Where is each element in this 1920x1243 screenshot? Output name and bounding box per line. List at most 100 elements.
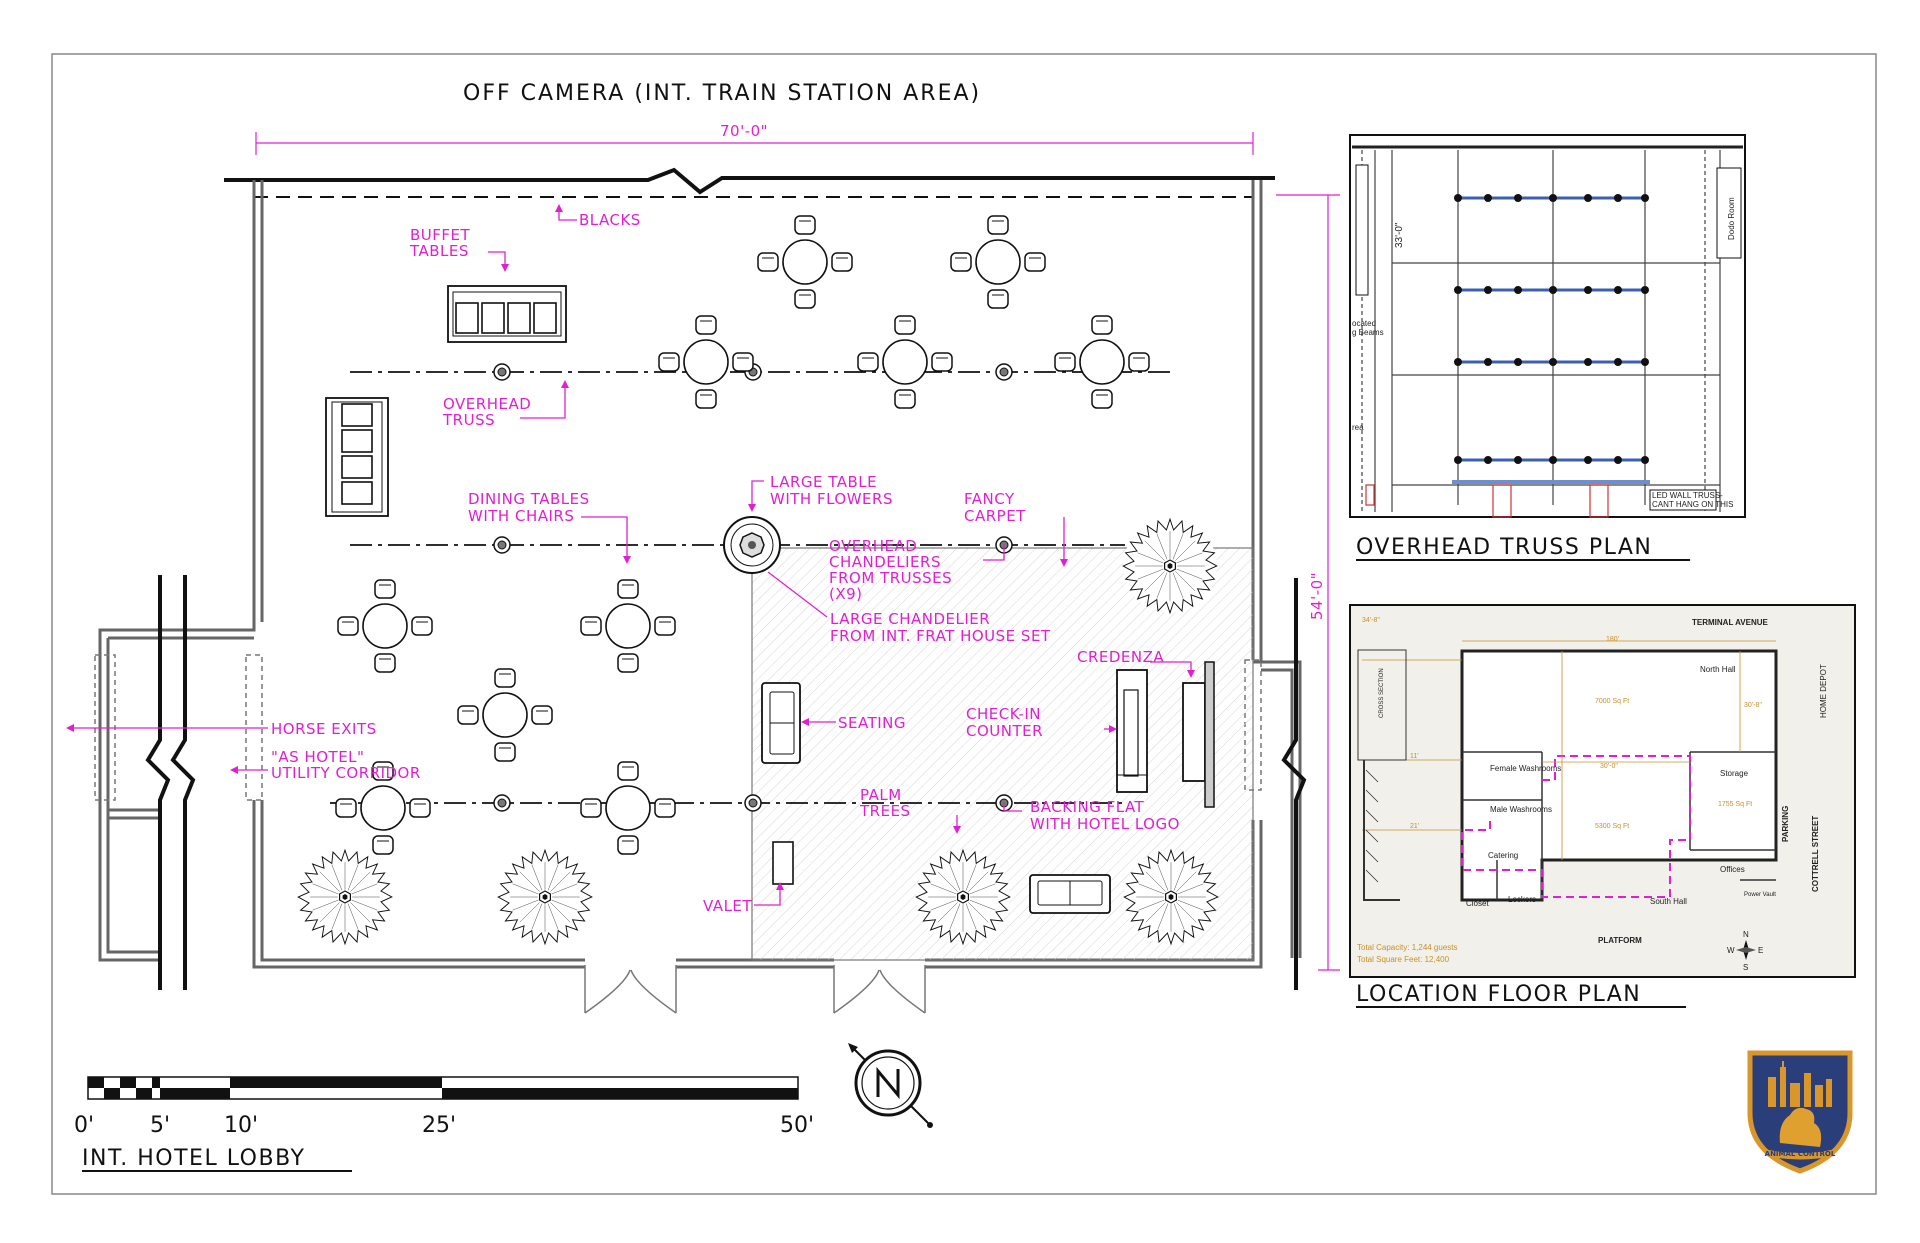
dim-3: 30'-8" xyxy=(1744,702,1762,709)
label-seating: SEATING xyxy=(838,714,906,732)
label-large-table-2: WITH FLOWERS xyxy=(770,490,893,508)
valet-stand xyxy=(772,841,794,885)
seating-sofa xyxy=(761,682,801,764)
credenza xyxy=(1182,682,1206,782)
home-depot-label: HOME DEPOT xyxy=(1819,664,1828,718)
street-right: COTTRELL STREET xyxy=(1811,816,1820,892)
label-valet: VALET xyxy=(703,897,752,915)
label-checkin-1: CHECK-IN xyxy=(966,705,1041,723)
compass-s: S xyxy=(1743,963,1748,972)
scale-bar xyxy=(87,1076,799,1100)
label-carpet-2: CARPET xyxy=(964,507,1026,525)
label-buffet-2: TABLES xyxy=(409,242,469,260)
right-break xyxy=(1281,578,1307,990)
label-corridor-2: UTILITY CORRIDOR xyxy=(271,764,421,782)
street-top: TERMINAL AVENUE xyxy=(1692,618,1769,627)
label-chand-1: OVERHEAD xyxy=(829,537,917,555)
dim-4: 30'-0" xyxy=(1600,763,1618,770)
parking-label: PARKING xyxy=(1781,806,1790,842)
room-north-hall: North Hall xyxy=(1700,665,1736,674)
compass-icon xyxy=(1736,940,1756,960)
area-2: 5300 Sq Ft xyxy=(1595,823,1629,830)
depth-dimension xyxy=(1276,194,1340,971)
main-plan-title: INT. HOTEL LOBBY xyxy=(82,1146,305,1171)
label-buffet-1: BUFFET xyxy=(410,226,471,244)
label-horse-exits: HORSE EXITS xyxy=(271,720,377,738)
scale-label-0: 0' xyxy=(74,1113,94,1138)
check-in-counter xyxy=(1116,669,1148,793)
truss-note-2: CANT HANG ON THIS xyxy=(1652,500,1734,509)
walls xyxy=(98,180,1302,969)
label-chand-3: FROM TRUSSES xyxy=(829,569,952,587)
buffet-table-horizontal xyxy=(447,285,567,343)
dining-tables xyxy=(335,215,1150,855)
scale-label-50: 50' xyxy=(780,1113,814,1138)
compass-w: W xyxy=(1727,946,1735,955)
dim-5: 11' xyxy=(1410,753,1419,760)
off-camera-note: OFF CAMERA (INT. TRAIN STATION AREA) xyxy=(463,81,981,106)
backing-flat xyxy=(1204,661,1215,808)
label-backing-2: WITH HOTEL LOGO xyxy=(1030,815,1180,833)
top-wall xyxy=(224,167,1275,195)
location-floor-plan: TERMINAL AVENUE COTTRELL STREET PARKING … xyxy=(1349,604,1856,1008)
room-closet: Closet xyxy=(1466,899,1489,908)
label-credenza: CREDENZA xyxy=(1077,648,1164,666)
room-catering: Catering xyxy=(1488,851,1518,860)
dim-2: 180' xyxy=(1606,636,1619,643)
label-blacks: BLACKS xyxy=(579,211,641,229)
total-capacity: Total Capacity: 1,244 guests xyxy=(1357,943,1458,952)
compass-e: E xyxy=(1758,946,1763,955)
animal-control-logo: ANIMAL CONTROL xyxy=(1747,1050,1853,1174)
label-palms-2: TREES xyxy=(859,802,911,820)
sheet-border xyxy=(51,53,1877,1195)
truss-side-note-3: g Beams xyxy=(1352,328,1384,337)
label-truss-1: OVERHEAD xyxy=(443,395,531,413)
truss-side-note-4: rea xyxy=(1352,423,1364,432)
seating-sofa-bottom xyxy=(1029,874,1111,914)
scale-label-5: 5' xyxy=(150,1113,170,1138)
main-floor-plan: OFF CAMERA (INT. TRAIN STATION AREA) 70'… xyxy=(66,81,1340,1172)
label-carpet-1: FANCY xyxy=(964,490,1015,508)
compass-n: N xyxy=(1743,930,1749,939)
label-large-table-1: LARGE TABLE xyxy=(770,473,877,491)
label-chand-4: (X9) xyxy=(829,585,863,603)
total-square-feet: Total Square Feet: 12,400 xyxy=(1357,955,1450,964)
label-large-chandelier-2: FROM INT. FRAT HOUSE SET xyxy=(830,627,1051,645)
room-male: Male Washrooms xyxy=(1490,805,1552,814)
label-palms-1: PALM xyxy=(860,786,902,804)
truss-plan-title: OVERHEAD TRUSS PLAN xyxy=(1356,535,1652,560)
overhead-truss-plan: LED WALL TRUSS- CANT HANG ON THIS Dodo R… xyxy=(1349,134,1746,561)
cross-section-label: CROSS SECTION xyxy=(1379,668,1385,718)
platform-label: PLATFORM xyxy=(1598,936,1642,945)
label-dining-2: WITH CHAIRS xyxy=(468,507,574,525)
scale-label-10: 10' xyxy=(224,1113,258,1138)
dim-1: 34'-8" xyxy=(1362,617,1380,624)
room-south-hall: South Hall xyxy=(1650,897,1687,906)
room-female: Female Washrooms xyxy=(1490,764,1561,773)
label-dining-1: DINING TABLES xyxy=(468,490,590,508)
truss-side-note-1: Dodo Room xyxy=(1727,197,1736,240)
truss-dimension: 33'-0" xyxy=(1394,222,1405,248)
annotation-arrowheads xyxy=(66,204,1195,890)
room-lockers: Lockers xyxy=(1508,895,1536,904)
depth-dimension-label: 54'-0" xyxy=(1308,572,1326,620)
width-dimension-label: 70'-0" xyxy=(720,122,768,140)
corridor-break-right xyxy=(170,575,196,990)
dim-6: 21' xyxy=(1410,823,1419,830)
corridor-break-left xyxy=(145,575,171,990)
room-offices: Offices xyxy=(1720,865,1745,874)
truss-note-1: LED WALL TRUSS- xyxy=(1652,491,1723,500)
room-power-vault: Power Vault xyxy=(1744,892,1776,898)
area-1: 7000 Sq Ft xyxy=(1595,698,1629,705)
label-checkin-2: COUNTER xyxy=(966,722,1043,740)
width-dimension xyxy=(255,132,1254,155)
area-3: 1755 Sq Ft xyxy=(1718,801,1752,808)
truss-side-note-2: ocated xyxy=(1352,319,1376,328)
label-corridor-1: "AS HOTEL" xyxy=(271,748,364,766)
label-truss-2: TRUSS xyxy=(442,411,495,429)
label-chand-2: CHANDELIERS xyxy=(829,553,941,571)
floor-plan-title: LOCATION FLOOR PLAN xyxy=(1356,982,1641,1007)
label-backing-1: BACKING FLAT xyxy=(1030,798,1145,816)
north-arrow-icon xyxy=(848,1043,933,1128)
